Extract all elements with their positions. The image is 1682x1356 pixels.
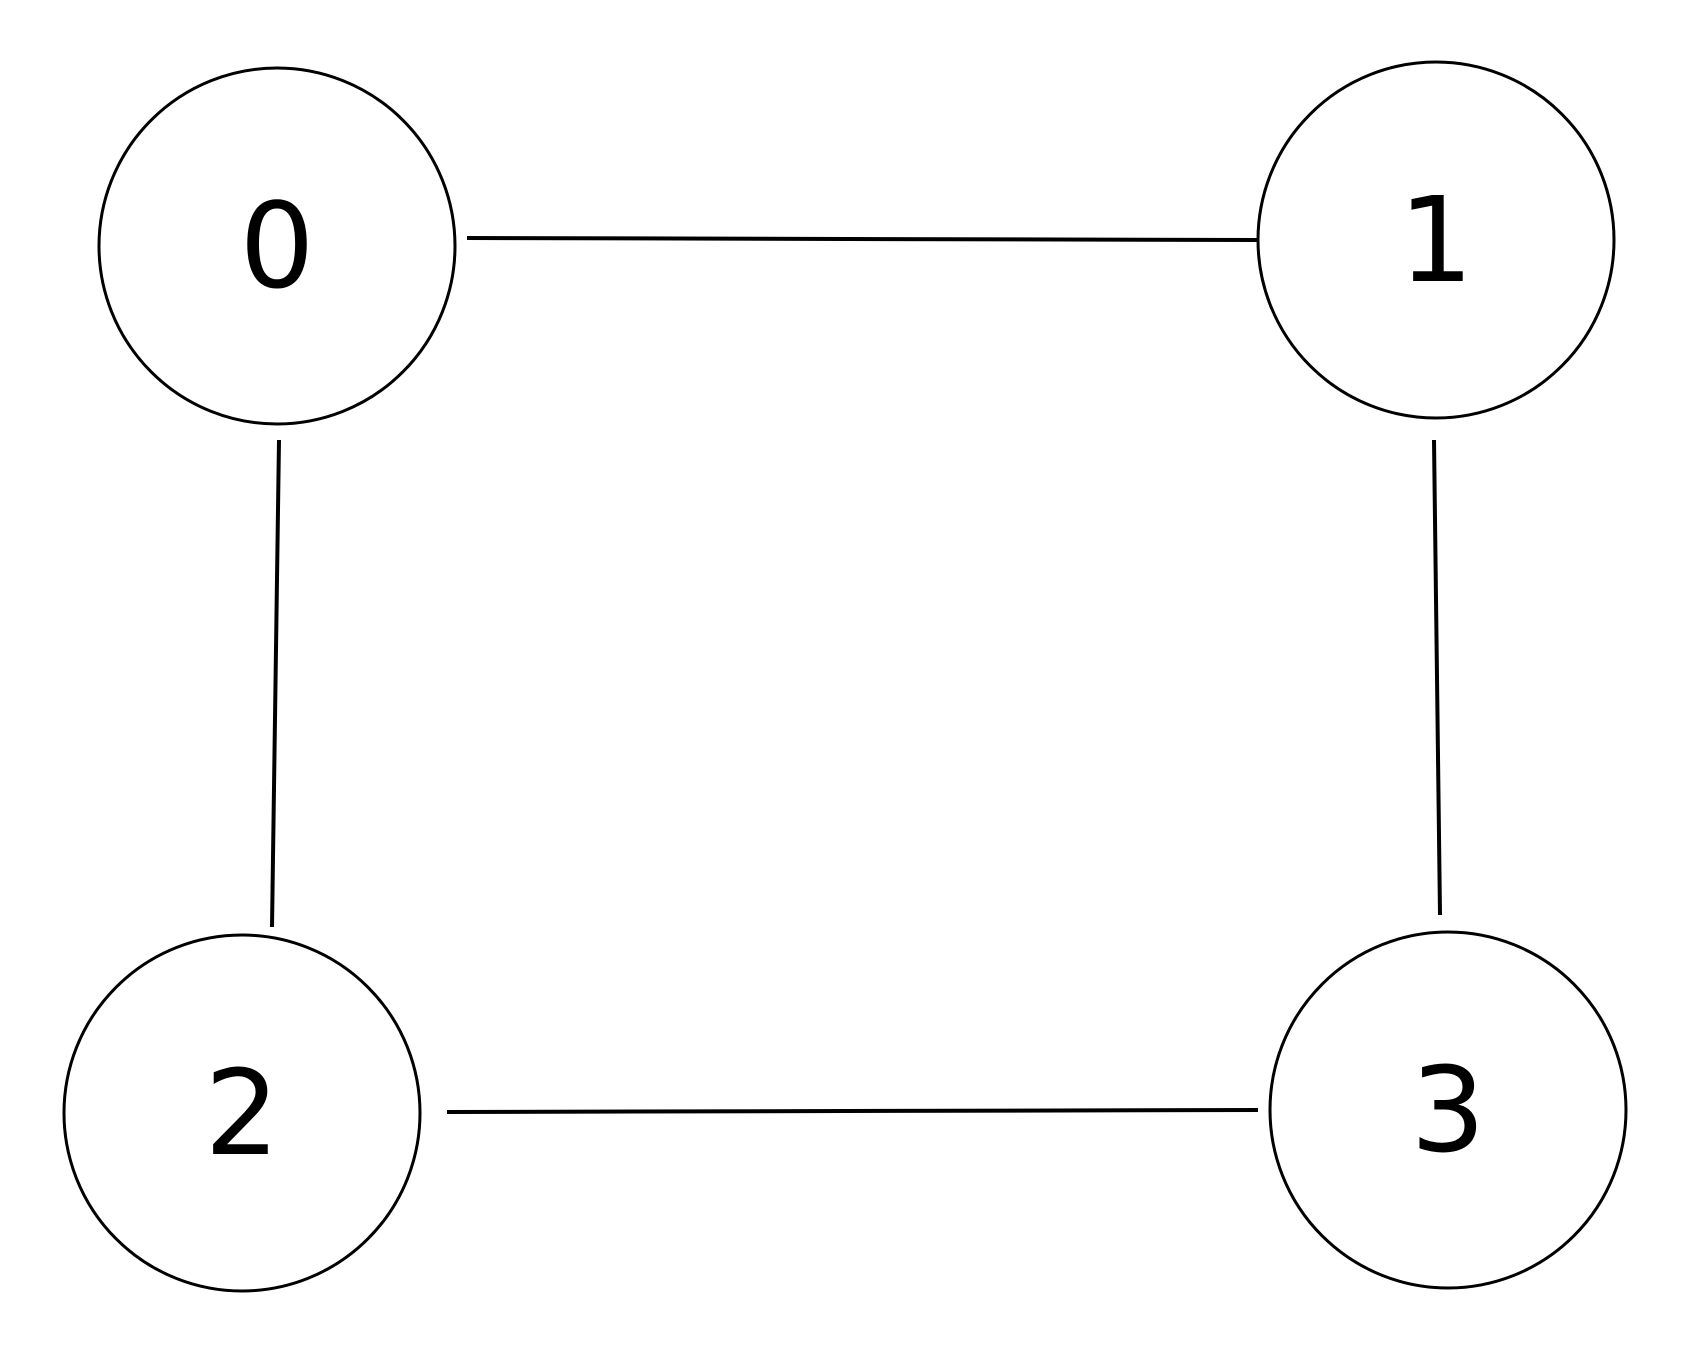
node-2-circle[interactable] xyxy=(62,933,422,1293)
node-layer: 0 1 2 3 xyxy=(62,60,1628,1293)
node-2-label: 2 xyxy=(204,1044,279,1182)
edge-0-2[interactable] xyxy=(270,439,281,928)
node-1-circle[interactable] xyxy=(1256,60,1616,420)
graph-node-0[interactable]: 0 xyxy=(97,66,457,426)
node-1-label: 1 xyxy=(1398,171,1473,309)
edge-layer xyxy=(270,236,1442,1114)
edge-1-3[interactable] xyxy=(1432,439,1442,916)
node-0-circle[interactable] xyxy=(97,66,457,426)
node-3-label: 3 xyxy=(1410,1041,1485,1179)
edge-0-1[interactable] xyxy=(466,236,1259,242)
node-3-circle[interactable] xyxy=(1268,930,1628,1290)
graph-node-3[interactable]: 3 xyxy=(1268,930,1628,1290)
node-0-label: 0 xyxy=(239,177,314,315)
edge-2-3[interactable] xyxy=(446,1108,1259,1114)
graph-node-2[interactable]: 2 xyxy=(62,933,422,1293)
graph-node-1[interactable]: 1 xyxy=(1256,60,1616,420)
